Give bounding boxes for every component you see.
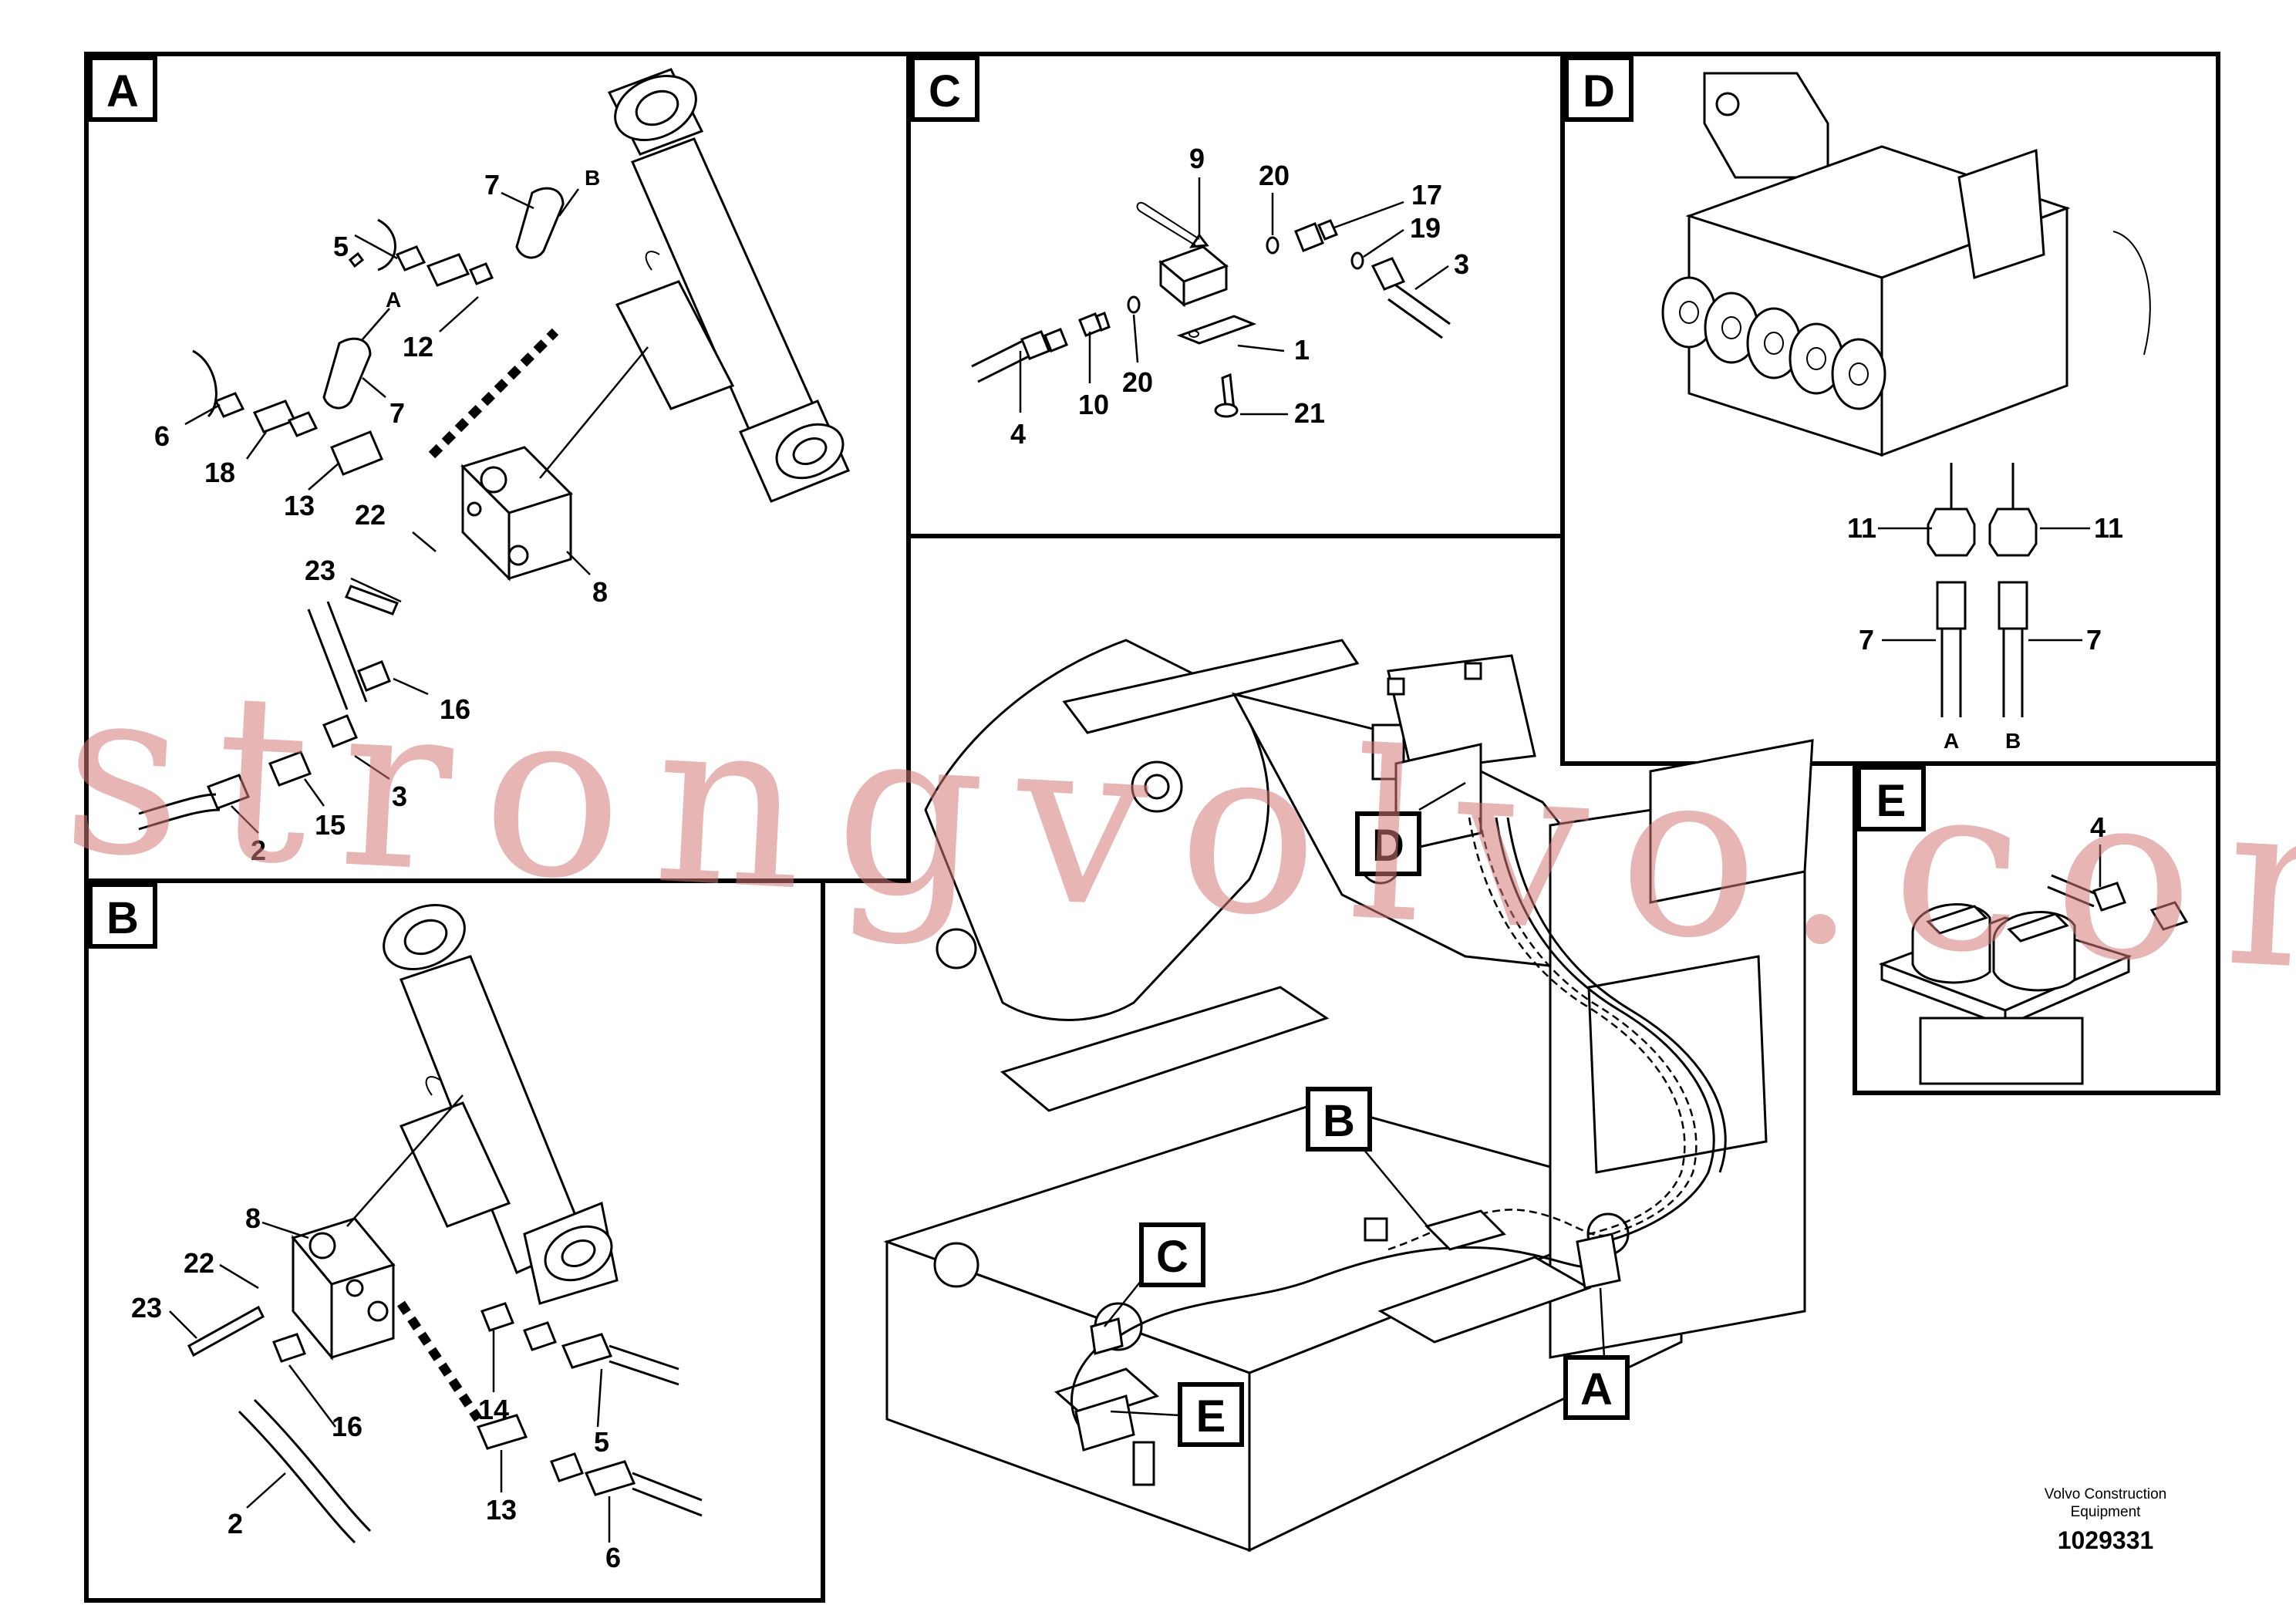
callout-a-12: 12 bbox=[403, 331, 433, 363]
callout-b-5: 5 bbox=[594, 1426, 609, 1458]
callout-a-8: 8 bbox=[592, 576, 608, 608]
ball-valve bbox=[1136, 201, 1229, 308]
callout-c-10: 10 bbox=[1078, 389, 1109, 420]
dashed-link-b bbox=[397, 1300, 482, 1422]
panel-b-frame bbox=[84, 878, 825, 1603]
company-name-line2: Equipment bbox=[2071, 1504, 2142, 1520]
callout-c-19: 19 bbox=[1410, 212, 1441, 244]
panel-a-label: A bbox=[106, 66, 139, 116]
overview-marker-b: B bbox=[1306, 1087, 1372, 1152]
callout-b-22: 22 bbox=[184, 1247, 214, 1279]
callout-c-20-top: 20 bbox=[1259, 160, 1290, 191]
document-number: 1029331 bbox=[2058, 1526, 2154, 1554]
callout-a-7-top: 7 bbox=[484, 169, 500, 201]
overview-marker-b-label: B bbox=[1323, 1096, 1355, 1146]
callout-d-11-left: 11 bbox=[1847, 512, 1876, 544]
callout-a-6: 6 bbox=[154, 420, 170, 452]
valve-block-a bbox=[460, 446, 573, 582]
cylinder-a bbox=[607, 68, 851, 503]
leaders-c bbox=[1019, 177, 1449, 416]
leaders-d bbox=[1878, 527, 2090, 642]
callout-a-13: 13 bbox=[284, 490, 315, 521]
overview-marker-d-label: D bbox=[1372, 821, 1404, 871]
dashed-link-a bbox=[428, 328, 559, 459]
callout-d-7-left: 7 bbox=[1859, 624, 1874, 656]
fittings-b bbox=[187, 1302, 703, 1544]
panel-e-label: E bbox=[1876, 776, 1907, 826]
callout-c-20-bottom: 20 bbox=[1122, 366, 1153, 398]
overview-marker-a-label: A bbox=[1580, 1364, 1613, 1415]
callout-a-15: 15 bbox=[315, 809, 346, 841]
panel-d-artwork: 11 11 7 7 A B bbox=[1661, 72, 2151, 753]
callout-a-port-a: A bbox=[386, 288, 401, 312]
callout-d-7-right: 7 bbox=[2086, 624, 2102, 656]
overview-marker-a: A bbox=[1563, 1355, 1630, 1420]
overview-marker-e: E bbox=[1178, 1382, 1244, 1447]
callout-d-port-b: B bbox=[2005, 729, 2021, 753]
callout-c-9: 9 bbox=[1189, 143, 1205, 174]
panel-c-artwork: 9 20 17 19 3 1 4 10 20 21 bbox=[971, 143, 1469, 450]
panel-d-label: D bbox=[1583, 66, 1615, 116]
panel-e-artwork: 4 bbox=[1878, 811, 2189, 1085]
callout-a-5: 5 bbox=[333, 231, 349, 262]
callout-a-2: 2 bbox=[251, 835, 266, 866]
panel-e-frame bbox=[1853, 761, 2220, 1095]
company-name-line1: Volvo Construction bbox=[2045, 1486, 2166, 1502]
panel-b-label-box: B bbox=[88, 882, 157, 949]
callout-b-16: 16 bbox=[332, 1411, 362, 1442]
fittings-a bbox=[138, 187, 565, 831]
overview-marker-c-label: C bbox=[1156, 1232, 1188, 1282]
panel-b-label: B bbox=[106, 893, 139, 943]
callout-b-2: 2 bbox=[228, 1508, 243, 1539]
callout-a-3: 3 bbox=[392, 781, 407, 812]
callout-c-4: 4 bbox=[1010, 418, 1026, 450]
callout-a-7-mid: 7 bbox=[389, 397, 405, 429]
panel-d-label-box: D bbox=[1564, 56, 1633, 122]
leaders-a bbox=[184, 188, 591, 834]
callout-d-11-right: 11 bbox=[2094, 512, 2123, 544]
valve-block-b bbox=[291, 1217, 396, 1361]
callout-b-13: 13 bbox=[486, 1494, 517, 1526]
callout-a-18: 18 bbox=[204, 457, 235, 488]
callout-a-16: 16 bbox=[440, 693, 470, 725]
callout-d-port-a: A bbox=[1944, 729, 1959, 753]
overview-leaders bbox=[1104, 781, 1606, 1417]
cylinder-b bbox=[383, 903, 619, 1305]
callout-c-17: 17 bbox=[1411, 179, 1442, 211]
callout-a-port-b: B bbox=[585, 166, 600, 190]
panel-e-label-box: E bbox=[1856, 765, 1926, 831]
overview-marker-c: C bbox=[1139, 1222, 1205, 1287]
callout-c-1: 1 bbox=[1294, 334, 1310, 366]
overview-marker-d: D bbox=[1355, 811, 1421, 876]
panel-c-label-box: C bbox=[910, 56, 979, 122]
panel-c-label: C bbox=[929, 66, 961, 116]
callout-b-14: 14 bbox=[478, 1394, 509, 1425]
panel-a-label-box: A bbox=[88, 56, 157, 122]
solenoid-stack bbox=[1661, 276, 1886, 410]
callout-c-21: 21 bbox=[1294, 397, 1325, 429]
panel-a-artwork: 7 B 5 12 A 7 6 18 13 22 23 8 16 3 15 2 bbox=[138, 68, 851, 866]
callout-c-3: 3 bbox=[1454, 248, 1469, 280]
callout-e-4: 4 bbox=[2090, 811, 2106, 843]
overview-marker-e-label: E bbox=[1196, 1391, 1226, 1442]
callout-b-8: 8 bbox=[245, 1202, 261, 1234]
panel-b-artwork: 8 22 23 16 14 5 2 13 6 bbox=[131, 903, 703, 1573]
leaders-b bbox=[169, 1221, 611, 1543]
overview-hoses bbox=[1070, 817, 1727, 1452]
overview-machine bbox=[883, 639, 1814, 1553]
callout-a-23: 23 bbox=[305, 555, 335, 586]
callout-a-22: 22 bbox=[355, 499, 386, 531]
panel-c-frame bbox=[906, 52, 1565, 538]
callout-b-6: 6 bbox=[605, 1542, 621, 1573]
callout-b-23: 23 bbox=[131, 1292, 162, 1324]
